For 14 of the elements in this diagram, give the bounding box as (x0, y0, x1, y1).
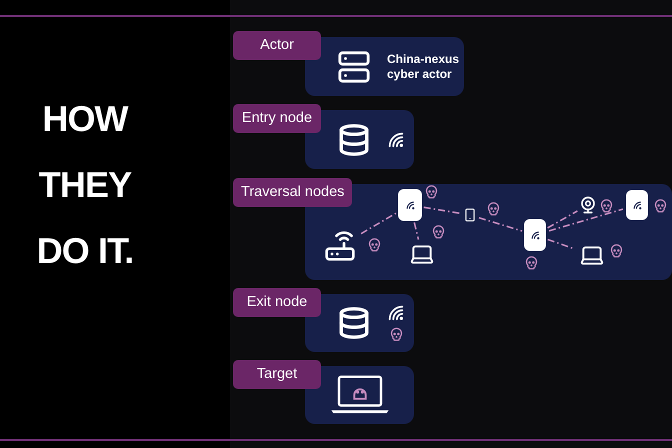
title: HOW THEY DO IT. (36, 97, 134, 273)
dashed-connector (547, 210, 578, 229)
dashed-connector (360, 212, 396, 234)
dashed-connector (414, 222, 420, 240)
dashed-connector (548, 208, 624, 232)
dashed-connector (547, 238, 574, 250)
tab-label: Entry node (233, 104, 321, 133)
tab-label: Exit node (233, 288, 321, 317)
dashed-connector (478, 216, 522, 232)
actor-description: China-nexus cyber actor (387, 52, 460, 82)
tab-label: Actor (233, 31, 321, 60)
dashed-connector (424, 206, 462, 214)
tab-label: Traversal nodes (233, 178, 352, 207)
tab-label: Target (233, 360, 321, 389)
